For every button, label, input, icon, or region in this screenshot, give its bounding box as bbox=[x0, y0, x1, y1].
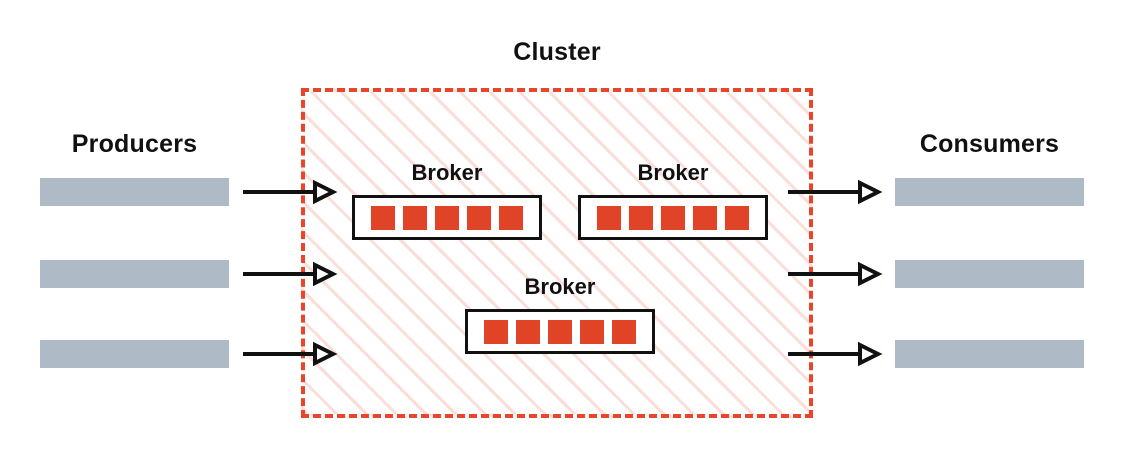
cluster-title: Cluster bbox=[513, 38, 601, 66]
broker-1-box bbox=[352, 195, 542, 240]
producer-arrow-1 bbox=[243, 179, 338, 205]
broker-1-partition-3 bbox=[435, 205, 459, 230]
broker-3-label: Broker bbox=[524, 274, 596, 299]
consumer-arrow-3 bbox=[788, 341, 883, 367]
broker-3-partition-2 bbox=[516, 319, 540, 344]
producer-bar-1[interactable] bbox=[40, 178, 229, 206]
cluster-region bbox=[301, 88, 813, 418]
producer-bar-2[interactable] bbox=[40, 260, 229, 288]
consumer-bar-2[interactable] bbox=[895, 260, 1084, 288]
broker-2-partition-5 bbox=[725, 205, 749, 230]
producers-title: Producers bbox=[71, 130, 198, 158]
broker-3-partition-4 bbox=[580, 319, 604, 344]
consumers-title: Consumers bbox=[919, 130, 1060, 158]
broker-2-partition-4 bbox=[693, 205, 717, 230]
broker-2-partition-2 bbox=[629, 205, 653, 230]
broker-3-partition-1 bbox=[484, 319, 508, 344]
broker-2-partition-1 bbox=[597, 205, 621, 230]
broker-2-partition-3 bbox=[661, 205, 685, 230]
broker-1-label: Broker bbox=[411, 160, 483, 185]
broker-1-partition-2 bbox=[403, 205, 427, 230]
broker-2-box bbox=[578, 195, 768, 240]
broker-3-box bbox=[465, 309, 655, 354]
broker-1-partition-1 bbox=[371, 205, 395, 230]
broker-3-partition-3 bbox=[548, 319, 572, 344]
producer-arrow-3 bbox=[243, 341, 338, 367]
broker-1-partition-5 bbox=[499, 205, 523, 230]
broker-1-partition-4 bbox=[467, 205, 491, 230]
producer-bar-3[interactable] bbox=[40, 340, 229, 368]
consumer-bar-1[interactable] bbox=[895, 178, 1084, 206]
producer-arrow-2 bbox=[243, 261, 338, 287]
broker-2-label: Broker bbox=[637, 160, 709, 185]
consumer-arrow-2 bbox=[788, 261, 883, 287]
broker-3-partition-5 bbox=[612, 319, 636, 344]
consumer-arrow-1 bbox=[788, 179, 883, 205]
consumer-bar-3[interactable] bbox=[895, 340, 1084, 368]
